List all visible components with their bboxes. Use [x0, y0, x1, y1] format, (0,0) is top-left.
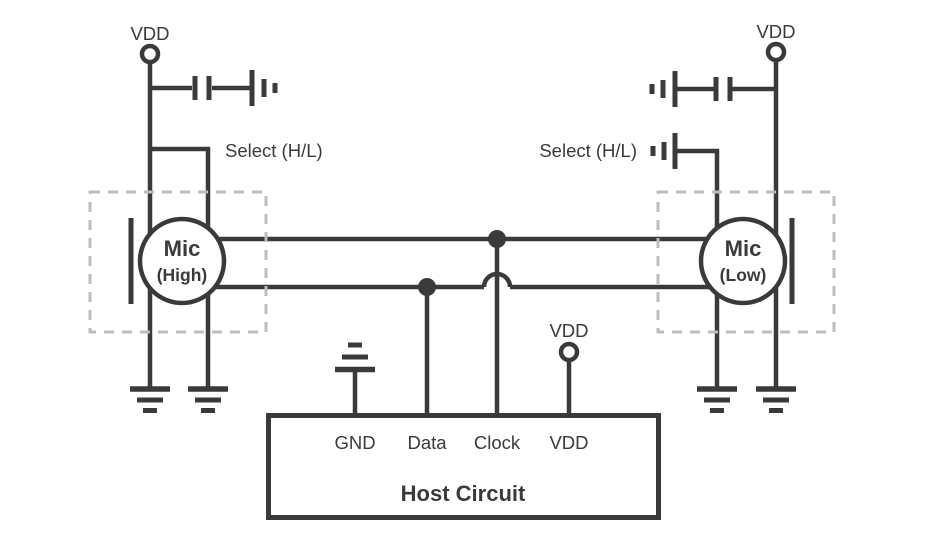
mic-high-circle	[137, 216, 227, 306]
ground-symbol-right-cap	[649, 71, 678, 107]
mic-low-mode: (Low)	[720, 265, 767, 285]
vdd-label-left: VDD	[130, 23, 169, 44]
package-outline-mic-high	[88, 190, 268, 334]
host-vdd-terminal	[558, 341, 580, 363]
vdd-terminal-left	[139, 43, 161, 65]
mic-high-section	[130, 62, 278, 413]
ground-symbol-host	[335, 342, 375, 416]
host-pin-clock-label: Clock	[474, 432, 521, 453]
decoupling-capacitor-left	[152, 76, 250, 100]
host-circuit-section	[266, 341, 661, 520]
mic-high-mode: (High)	[157, 265, 208, 285]
interface-bus	[182, 230, 743, 416]
vdd-label-right: VDD	[756, 21, 795, 42]
host-pin-data-label: Data	[407, 432, 447, 453]
ground-symbol-left-cap	[249, 70, 278, 106]
host-pin-gnd-label: GND	[334, 432, 375, 453]
clock-junction-dot	[488, 230, 506, 248]
select-wire-right	[677, 148, 720, 389]
decoupling-capacitor-right	[677, 77, 774, 101]
mic-low-section	[649, 60, 796, 413]
ground-symbol-mic-low-b	[756, 386, 796, 413]
select-label-right: Select (H/L)	[539, 140, 637, 161]
package-outline-mic-low	[656, 190, 836, 334]
ground-symbol-select-right	[650, 133, 678, 169]
mic-low-name: Mic	[725, 236, 762, 261]
host-vdd-supply-label: VDD	[549, 320, 588, 341]
mic-high-name: Mic	[164, 236, 201, 261]
ground-symbol-mic-high-a	[130, 386, 170, 413]
data-junction-dot	[418, 278, 436, 296]
host-circuit-box	[266, 413, 661, 520]
select-label-left: Select (H/L)	[225, 140, 323, 161]
vdd-terminal-right	[765, 41, 787, 63]
ground-symbol-mic-low-a	[697, 386, 737, 413]
select-wire-left	[150, 146, 211, 389]
host-pin-vdd-label: VDD	[549, 432, 588, 453]
ground-symbol-mic-high-b	[188, 386, 228, 413]
host-circuit-title: Host Circuit	[401, 481, 526, 506]
mic-low-circle	[698, 216, 788, 306]
